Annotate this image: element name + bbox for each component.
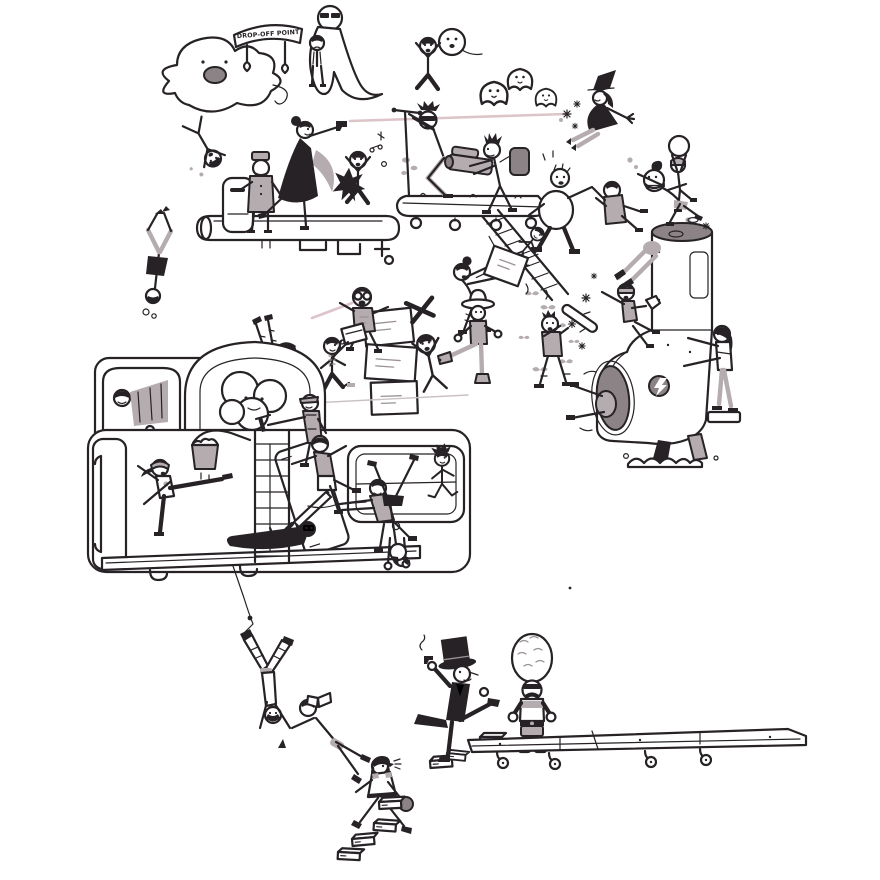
ladder-man (290, 434, 361, 514)
busby-guard (507, 632, 557, 754)
bellhop (221, 151, 282, 234)
ghost-carrier (308, 4, 384, 101)
ghost-trio (479, 67, 558, 108)
ray-beam (348, 112, 568, 123)
pistol-woman (258, 116, 347, 230)
ring-holder (627, 134, 698, 228)
chain-top (240, 629, 294, 758)
kicking-legs (614, 241, 661, 289)
lightning-icon (648, 375, 670, 397)
banner-text: DROP-OFF POINT (237, 29, 301, 40)
coins (401, 157, 418, 175)
ghost-left (161, 36, 288, 113)
diving-man (142, 206, 174, 319)
ninja (226, 490, 333, 550)
hanging-rope (232, 565, 254, 635)
suction-tube (591, 222, 719, 469)
mohawk-gunner (444, 133, 530, 214)
sleeper-window (112, 380, 168, 436)
tube-jumper (636, 160, 710, 238)
tiny-speck (568, 586, 572, 590)
rope-knot (247, 615, 253, 621)
rolling-dolly (466, 727, 808, 771)
blindfold-rider (407, 101, 453, 199)
washer-bucket (190, 429, 252, 482)
scared-big-man (527, 150, 594, 254)
hanging-chain (240, 629, 371, 784)
tophat-gent (414, 634, 500, 762)
box-dumper (452, 235, 580, 372)
falling-man (180, 114, 229, 177)
chain-middle (290, 691, 371, 784)
cowboy (437, 288, 503, 384)
gold-thief (351, 756, 414, 834)
tube-crawler (566, 370, 617, 432)
tube-hugger (682, 324, 742, 424)
debris (369, 131, 388, 168)
punched-man (332, 131, 388, 206)
witch (559, 70, 636, 151)
crate-stack (361, 306, 419, 416)
window-washer (254, 393, 328, 469)
ghost-grab (414, 27, 483, 92)
grabber (591, 180, 648, 232)
kicking-woman (136, 458, 233, 536)
handstand-faller (367, 454, 419, 571)
bat-swinger (534, 303, 599, 388)
goggle-shouter (338, 286, 390, 353)
suds-window (218, 370, 288, 448)
drop-off-banner: DROP-OFF POINT (232, 24, 304, 75)
ledge-runner (427, 443, 459, 499)
flailing-captive (403, 295, 451, 395)
